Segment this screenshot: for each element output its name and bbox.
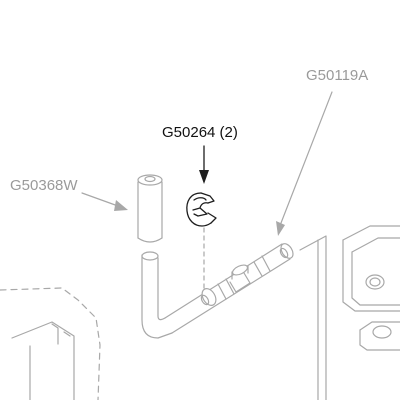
frame-plate-right: [299, 235, 327, 400]
leader-rod: [276, 91, 333, 236]
pivot-rod: [141, 243, 294, 339]
leader-clip: [199, 145, 209, 184]
bracket-block-right: [342, 225, 400, 312]
bushing-bottom-right: [359, 321, 400, 351]
pin-part: [137, 174, 163, 243]
leader-pin: [81, 192, 128, 211]
label-rod-part: G50119A: [306, 67, 368, 84]
label-clip-part: G50264 (2): [162, 124, 238, 141]
e-clip-part: [186, 192, 217, 227]
label-pin-part: G50368W: [10, 177, 78, 194]
frame-plate-left: [0, 287, 101, 400]
